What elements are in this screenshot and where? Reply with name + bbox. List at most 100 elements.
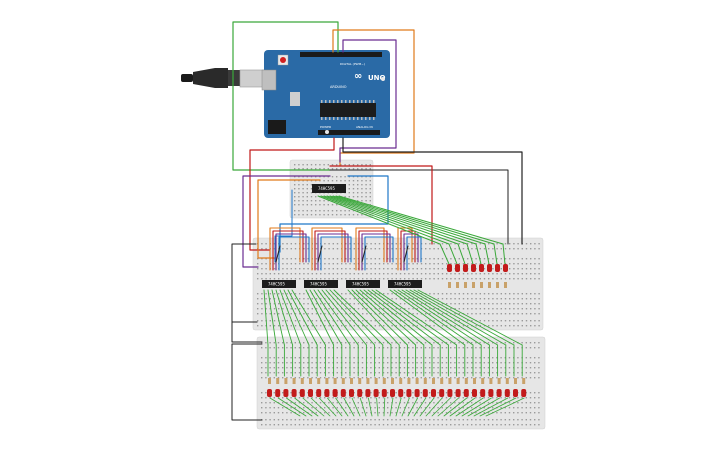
arduino-brand-text: ARDUINO (330, 85, 347, 89)
led-bottom (455, 389, 461, 397)
led-bottom (316, 389, 322, 397)
resistor-bottom (358, 378, 362, 384)
led-bottom (381, 389, 387, 397)
led-bottom (431, 389, 436, 397)
wire-red-vcc (249, 137, 335, 251)
chip-top-label: 74HC595 (318, 186, 335, 191)
led-bottom (406, 389, 412, 397)
resistor-bottom (276, 378, 280, 384)
led-bottom (373, 389, 379, 397)
resistor-top (472, 282, 475, 288)
led-top (471, 264, 476, 272)
usb-cable[interactable] (181, 68, 265, 88)
led-bottom (422, 389, 428, 397)
led-wire (313, 289, 351, 346)
led-wire (395, 397, 402, 417)
led-wire (467, 397, 500, 417)
led-wire (317, 195, 441, 245)
led-wire (473, 397, 509, 417)
led-wire (267, 289, 277, 346)
led-wire (302, 397, 325, 417)
led-bottom (447, 389, 453, 397)
led-wire (383, 397, 386, 417)
shift-register-2[interactable]: 74HC595 (304, 280, 338, 288)
chain-wire (355, 227, 385, 271)
wire-black-gnd (342, 137, 523, 245)
resistor-bottom (497, 378, 501, 384)
led-wire (329, 289, 384, 346)
wires (231, 21, 525, 421)
resistor-top (448, 282, 451, 288)
led-bottom (267, 389, 272, 397)
shift-register-1[interactable]: 74HC595 (262, 280, 296, 288)
led-wire (409, 289, 507, 346)
resistor-top (464, 282, 467, 288)
led-wire (277, 397, 307, 417)
led-wire (294, 397, 319, 417)
shift-register-4[interactable]: 74HC595 (388, 280, 422, 288)
resistor-bottom (440, 378, 444, 384)
shift-register-top[interactable]: 74HC595 (312, 184, 346, 193)
crystal (290, 92, 300, 106)
resistor-bottom (473, 378, 476, 384)
led-wire (363, 289, 433, 346)
analog-header-label: ANALOG IN (356, 125, 373, 129)
resistor-bottom (407, 378, 411, 384)
wire-red-vcc2 (329, 165, 433, 245)
chip-3-label: 74HC595 (352, 282, 369, 287)
wire-orange-mid (257, 179, 321, 259)
resistor-bottom (432, 378, 435, 384)
led-bottom (480, 389, 486, 397)
shift-register-3[interactable]: 74HC595 (346, 280, 380, 288)
chain-wire (406, 236, 422, 271)
led-wire (455, 397, 484, 417)
led-wire (401, 397, 410, 417)
resistor-bottom (382, 378, 386, 384)
resistor-bottom (292, 378, 296, 384)
led-wire (335, 195, 495, 245)
led-wire (318, 397, 337, 417)
chain-wire (361, 245, 367, 263)
led-bottom (308, 389, 313, 397)
led-wire (271, 289, 285, 346)
led-wire (269, 397, 301, 417)
led-wire (484, 243, 490, 265)
wire-purple-mid (242, 175, 331, 268)
led-top (503, 264, 508, 272)
led-wire (375, 289, 458, 346)
led-top (487, 264, 492, 272)
chain-wire (358, 230, 388, 271)
resistor-bottom (333, 378, 337, 384)
led-wire (397, 289, 482, 346)
atmega-chip (320, 103, 376, 117)
led-top (463, 264, 468, 272)
led-top (455, 264, 460, 272)
arduino-uno-board[interactable]: ∞ UNO ARDUINO DIGITAL (PWM~) POWER ANALO… (261, 50, 390, 138)
resistor-bottom (489, 378, 493, 384)
led-bottom (513, 389, 518, 397)
led-wire (425, 397, 443, 417)
led-bottom (349, 389, 354, 397)
wire-black-gnd2 (329, 169, 509, 245)
resistor-bottom (309, 378, 312, 384)
chain-wire (275, 245, 281, 263)
led-wire (417, 289, 523, 346)
led-bottom (414, 389, 420, 397)
led-top (447, 264, 452, 272)
led-group-top (447, 264, 508, 288)
led-wire (419, 397, 435, 417)
led-wire (439, 243, 450, 265)
resistor-bottom (284, 378, 288, 384)
resistor-bottom (448, 378, 452, 384)
led-wire (351, 397, 361, 417)
chain-wire (403, 233, 419, 271)
power-analog-header (318, 130, 380, 135)
led-wire (359, 397, 367, 417)
led-bottom (283, 389, 289, 397)
shift-register-row: 74HC595 74HC595 74HC595 74HC595 (262, 280, 422, 288)
chain-wire (317, 233, 349, 271)
chain-wire (320, 236, 352, 271)
led-wire (449, 397, 476, 417)
resistor-top (504, 282, 507, 288)
resistor-bottom (522, 378, 526, 384)
